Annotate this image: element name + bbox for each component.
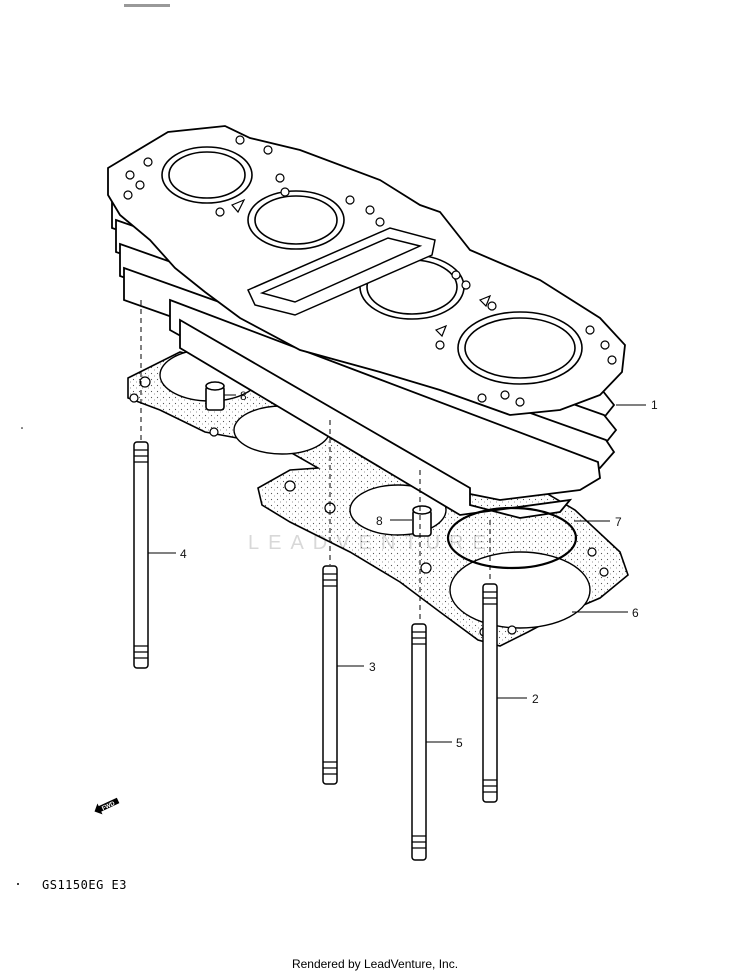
stud-part-2[interactable] — [482, 583, 498, 803]
cam-chain-tunnel — [246, 227, 436, 316]
base-gasket-holes — [129, 376, 609, 637]
callout-2: 2 — [532, 692, 539, 706]
dowel-pin-left[interactable] — [205, 381, 225, 411]
o-ring[interactable] — [446, 506, 578, 570]
dowel-pin-right[interactable] — [412, 505, 432, 537]
alignment-lines — [140, 300, 491, 622]
cylinder-stud-holes — [123, 135, 617, 407]
stud-part-5[interactable] — [411, 623, 427, 861]
stud-part-4[interactable] — [133, 441, 149, 669]
footer-credit: Rendered by LeadVenture, Inc. — [291, 957, 459, 971]
callout-leaders — [148, 394, 646, 743]
callout-3: 3 — [369, 660, 376, 674]
callout-8-right: 8 — [376, 514, 383, 528]
model-code: GS1150EG E3 — [42, 878, 127, 892]
fwd-label: FWD — [101, 801, 117, 812]
callout-1: 1 — [651, 398, 658, 412]
callout-6: 6 — [632, 606, 639, 620]
callout-5: 5 — [456, 736, 463, 750]
cylinder-markers — [231, 198, 492, 338]
callout-7: 7 — [615, 515, 622, 529]
callout-4: 4 — [180, 547, 187, 561]
fwd-arrow-icon: FWD — [94, 797, 120, 815]
callout-8-left: 8 — [240, 389, 247, 403]
stud-part-3[interactable] — [322, 565, 338, 785]
scan-marks — [17, 4, 170, 885]
